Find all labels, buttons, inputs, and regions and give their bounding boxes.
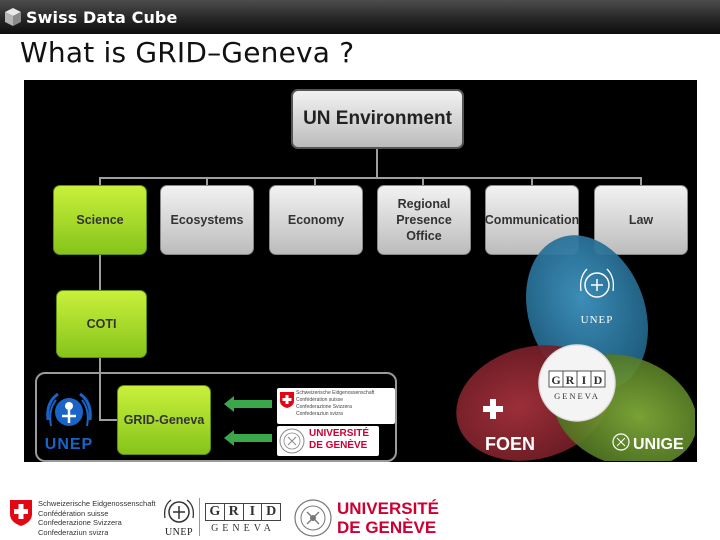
swiss-shield-icon [280, 392, 294, 408]
unep-emblem-icon [163, 499, 195, 523]
dept-label-line: Office [406, 229, 442, 243]
dept-label: Law [628, 213, 654, 227]
venn-foen-label: FOEN [485, 434, 535, 454]
dept-label: Communication [484, 213, 580, 227]
grid-partners-frame [35, 372, 397, 462]
grid-letter: G [551, 373, 560, 387]
swiss-line: Confederazione Svizzera [38, 518, 122, 527]
grid-letter: R [566, 373, 575, 387]
grid-letter: R [225, 504, 244, 520]
brand: Swiss Data Cube [3, 5, 177, 29]
dept-law: Law [594, 185, 688, 255]
connector-ecosystems [206, 177, 208, 187]
dept-label: Ecosystems [170, 213, 244, 227]
venn-unige-seal-icon [612, 433, 630, 451]
dept-label: Regional Presence Office [396, 196, 452, 244]
grid-letter: G [206, 504, 225, 520]
header-bar: Swiss Data Cube [0, 0, 720, 34]
swiss-line: Confederaziun svizra [296, 411, 343, 417]
footer-divider [199, 498, 200, 536]
venn-geneva-label: GENEVA [554, 391, 600, 401]
grid-logo: G R I D [205, 503, 281, 521]
connector-grid [99, 419, 119, 421]
venn-swiss-cross-icon [483, 399, 503, 419]
unit-coti-box: COTI [56, 290, 147, 358]
unit-label: COTI [86, 317, 117, 331]
unep-footer-label: UNEP [164, 527, 194, 538]
swiss-line: Schweizerische Eidgenossenschaft [38, 499, 156, 508]
cube-icon [5, 8, 21, 26]
org-root-box: UN Environment [291, 89, 464, 149]
connector-departments [100, 177, 642, 179]
venn-unige-label: UNIGE [633, 436, 684, 453]
dept-economy: Economy [269, 185, 363, 255]
unep-label: UNEP [44, 436, 94, 453]
swiss-confederation-card: Schweizerische Eidgenossenschaft Confédé… [277, 388, 395, 424]
connector-regional [422, 177, 424, 187]
dept-label: Economy [287, 213, 345, 227]
grid-letter: I [244, 504, 263, 520]
unige-line: DE GENÈVE [309, 440, 368, 451]
venn-unep-emblem-icon [579, 268, 615, 298]
connector-root [376, 148, 378, 178]
brand-label: Swiss Data Cube [26, 7, 178, 27]
unit-label: GRID-Geneva [123, 413, 205, 427]
swiss-line: Confederaziun svizra [38, 527, 109, 537]
swiss-text-small: Schweizerische Eidgenossenschaft Confédé… [296, 390, 374, 418]
unep-emblem-icon [46, 392, 92, 427]
swiss-line: Confédération suisse [38, 508, 109, 518]
partnership-venn: UNEP FOEN UNIGE G R I D GENEVA [456, 235, 695, 461]
connector-science-coti [99, 254, 101, 292]
dept-label-line: Presence [396, 213, 452, 227]
grid-letter: D [266, 504, 277, 519]
unep-logo: UNEP [37, 390, 101, 454]
connector-science [99, 177, 101, 187]
venn-grid-logo: G R I D GENEVA [548, 370, 606, 401]
unit-grid-geneva-box: GRID-Geneva [117, 385, 211, 455]
geneva-label: GENEVA [211, 523, 275, 534]
dept-ecosystems: Ecosystems [160, 185, 254, 255]
venn-unep-label: UNEP [581, 314, 614, 326]
slide-title: What is GRID–Geneva ? [20, 36, 355, 69]
unige-line: UNIVERSITÉ [337, 499, 440, 518]
connector-economy [314, 177, 316, 187]
connector-law [640, 177, 642, 187]
swiss-line: Confédération suisse [296, 397, 343, 403]
unige-footer-text: UNIVERSITÉ DE GENÈVE [337, 499, 439, 537]
connector-coti-grid [99, 356, 101, 420]
swiss-line: Confederazione Svizzera [296, 404, 352, 410]
unige-card: UNIVERSITÉ DE GENÈVE [277, 426, 379, 456]
swiss-line: Schweizerische Eidgenossenschaft [296, 390, 375, 396]
unige-line: UNIVERSITÉ [309, 428, 370, 439]
connector-communication [531, 177, 533, 187]
dept-label-line: Regional [397, 197, 451, 211]
dept-regional-presence-office: Regional Presence Office [377, 185, 471, 255]
swiss-confederation-text: Schweizerische Eidgenossenschaft Confédé… [38, 499, 156, 537]
unige-text-small: UNIVERSITÉ DE GENÈVE [309, 428, 369, 452]
dept-science: Science [53, 185, 147, 255]
unige-seal-icon [279, 428, 305, 454]
unige-seal-icon [294, 499, 332, 537]
unige-line: DE GENÈVE [337, 518, 437, 537]
arrow-left-icon [224, 430, 272, 446]
dept-label: Science [76, 213, 124, 227]
org-root-label: UN Environment [303, 108, 452, 129]
grid-letter: D [594, 373, 603, 387]
arrow-left-icon [224, 396, 272, 412]
grid-letter: I [582, 373, 587, 387]
swiss-shield-icon [10, 500, 32, 526]
